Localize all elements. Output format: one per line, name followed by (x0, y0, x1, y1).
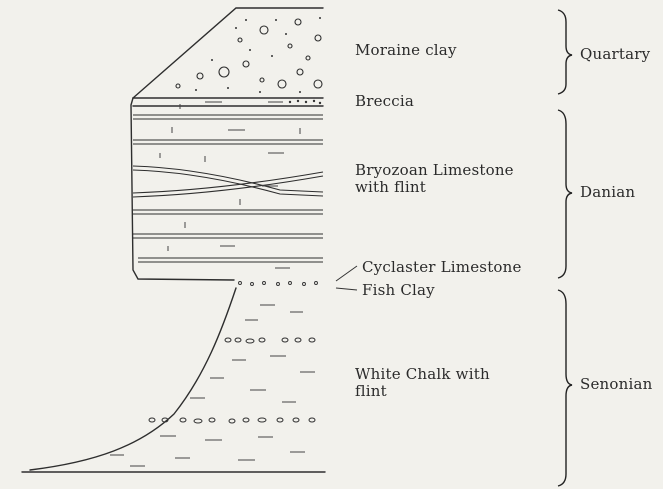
breccia-grains (289, 100, 321, 104)
limestone-cliff-edge (131, 98, 234, 280)
fish-clay-grains (239, 282, 318, 286)
brace-senonian (558, 290, 572, 486)
fish-clay-label: Fish Clay (362, 282, 435, 299)
bryozoan-limestone-beds (133, 115, 323, 262)
breccia-label: Breccia (355, 93, 414, 110)
quartary-period-label: Quartary (580, 46, 650, 63)
layer-texture-dashes (110, 102, 315, 466)
label-leader-lines (336, 266, 357, 290)
moraine-clay-label: Moraine clay (355, 42, 457, 59)
cyclaster-limestone-label: Cyclaster Limestone (362, 259, 522, 276)
period-braces (558, 10, 572, 486)
brace-danian (558, 110, 572, 278)
brace-quartary (558, 10, 572, 94)
moraine-pebbles (176, 19, 322, 88)
bryozoan-limestone-label: Bryozoan Limestone with flint (355, 162, 514, 196)
chalk-slope-edge (30, 288, 236, 470)
danian-period-label: Danian (580, 184, 635, 201)
white-chalk-label: White Chalk with flint (355, 366, 490, 400)
moraine-grains (195, 17, 321, 93)
flint-nodule-rows (149, 338, 315, 423)
senonian-period-label: Senonian (580, 376, 653, 393)
